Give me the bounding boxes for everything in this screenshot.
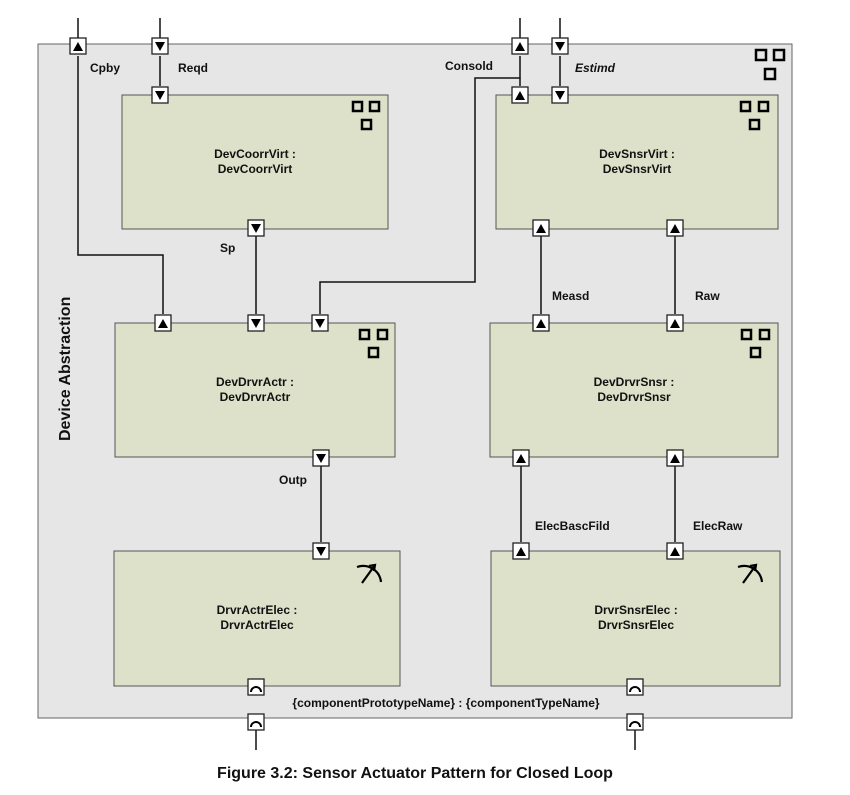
port-dev-drvr-actr-consold[interactable] — [311, 314, 329, 332]
port-dev-drvr-snsr-elec-basc-fild[interactable] — [512, 449, 530, 467]
drvr-snsr-elec-type: DrvrSnsrElec — [598, 618, 674, 632]
port-drvr-actr-elec-client-server[interactable] — [247, 678, 265, 696]
dev-coorr-virt-name: DevCoorrVirt : — [214, 147, 296, 161]
sensor-actuator-icon — [737, 563, 764, 584]
composition-icon — [740, 328, 771, 359]
sensor-actuator-icon — [356, 563, 383, 584]
port-outer-actr-client-server[interactable] — [247, 713, 265, 731]
label-elec-basc-fild: ElecBascFild — [535, 519, 610, 533]
port-drvr-snsr-elec-elec-basc-fild[interactable] — [512, 542, 530, 560]
port-dev-drvr-snsr-measd[interactable] — [532, 314, 550, 332]
dev-coorr-virt-type: DevCoorrVirt — [218, 162, 292, 176]
port-dev-drvr-snsr-elec-raw[interactable] — [666, 449, 684, 467]
port-dev-snsr-virt-consold[interactable] — [511, 86, 529, 104]
port-dev-drvr-actr-cpby[interactable] — [154, 314, 172, 332]
drvr-snsr-elec-name: DrvrSnsrElec : — [594, 603, 677, 617]
port-reqd[interactable] — [151, 37, 169, 55]
label-cpby: Cpby — [90, 61, 120, 75]
composition-icon — [358, 328, 389, 359]
label-consold: Consold — [445, 59, 493, 73]
port-estimd[interactable] — [551, 37, 569, 55]
container-label: Device Abstraction — [57, 297, 74, 441]
port-dev-snsr-virt-measd[interactable] — [532, 219, 550, 237]
label-outp: Outp — [279, 473, 307, 487]
label-measd: Measd — [552, 289, 589, 303]
composition-icon — [351, 100, 381, 131]
port-dev-drvr-snsr-raw[interactable] — [666, 314, 684, 332]
port-drvr-actr-elec-outp[interactable] — [312, 542, 330, 560]
port-drvr-snsr-elec-client-server[interactable] — [626, 678, 644, 696]
container-composition-icon — [754, 48, 786, 81]
dev-snsr-virt-name: DevSnsrVirt : — [599, 147, 675, 161]
port-dev-snsr-virt-raw[interactable] — [666, 219, 684, 237]
port-cpby[interactable] — [69, 37, 87, 55]
dev-snsr-virt-type: DevSnsrVirt — [603, 162, 671, 176]
label-reqd: Reqd — [178, 61, 208, 75]
dev-drvr-snsr-name: DevDrvrSnsr : — [594, 375, 675, 389]
drvr-actr-elec-name: DrvrActrElec : — [217, 603, 298, 617]
port-dev-drvr-actr-sp[interactable] — [247, 314, 265, 332]
port-dev-coorr-virt-reqd[interactable] — [151, 86, 169, 104]
composition-icon — [739, 100, 770, 131]
label-raw: Raw — [695, 289, 720, 303]
dev-drvr-snsr-box — [489, 322, 779, 458]
drvr-actr-elec-type: DrvrActrElec — [220, 618, 294, 632]
connector-lines — [77, 18, 676, 750]
label-estimd: Estimd — [575, 61, 616, 75]
prototype-type-note: {componentPrototypeName} : {componentTyp… — [292, 696, 599, 710]
drvr-snsr-elec-box — [490, 550, 781, 687]
figure-caption: Figure 3.2: Sensor Actuator Pattern for … — [217, 765, 613, 782]
port-dev-coorr-virt-sp[interactable] — [247, 219, 265, 237]
dev-coorr-virt-box — [121, 94, 389, 230]
dev-snsr-virt-box — [495, 94, 779, 230]
dev-drvr-actr-type: DevDrvrActr — [220, 390, 291, 404]
port-consold[interactable] — [511, 37, 529, 55]
label-sp: Sp — [220, 241, 235, 255]
dev-drvr-actr-name: DevDrvrActr : — [216, 375, 294, 389]
label-elec-raw: ElecRaw — [693, 519, 743, 533]
dev-drvr-snsr-type: DevDrvrSnsr — [597, 390, 671, 404]
port-drvr-snsr-elec-elec-raw[interactable] — [666, 542, 684, 560]
port-dev-drvr-actr-outp[interactable] — [312, 449, 330, 467]
port-outer-snsr-client-server[interactable] — [626, 713, 644, 731]
port-dev-snsr-virt-estimd[interactable] — [551, 86, 569, 104]
